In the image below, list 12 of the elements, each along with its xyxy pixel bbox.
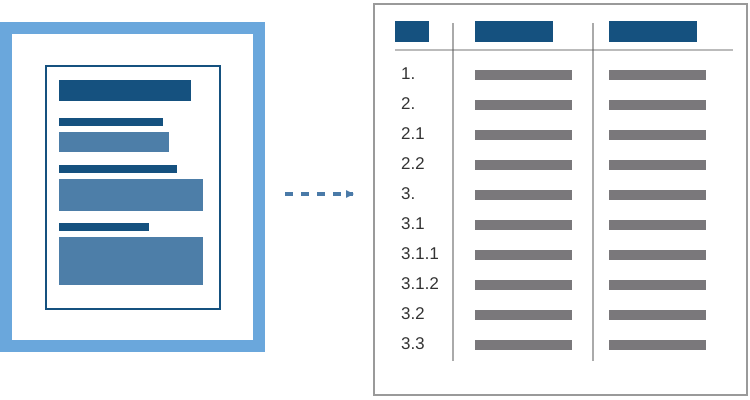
section-number: 2. — [401, 94, 416, 114]
section-number: 3.1.1 — [401, 244, 439, 264]
section-number: 3.3 — [401, 334, 425, 354]
arrow — [285, 190, 354, 198]
section-number: 3.1 — [401, 214, 425, 234]
section-number: 1. — [401, 64, 416, 84]
section-number: 3.2 — [401, 304, 425, 324]
section-number: 3.1.2 — [401, 274, 439, 294]
section-number: 3. — [401, 184, 416, 204]
section-number: 2.1 — [401, 124, 425, 144]
table — [373, 3, 748, 396]
section-number: 2.2 — [401, 154, 425, 174]
